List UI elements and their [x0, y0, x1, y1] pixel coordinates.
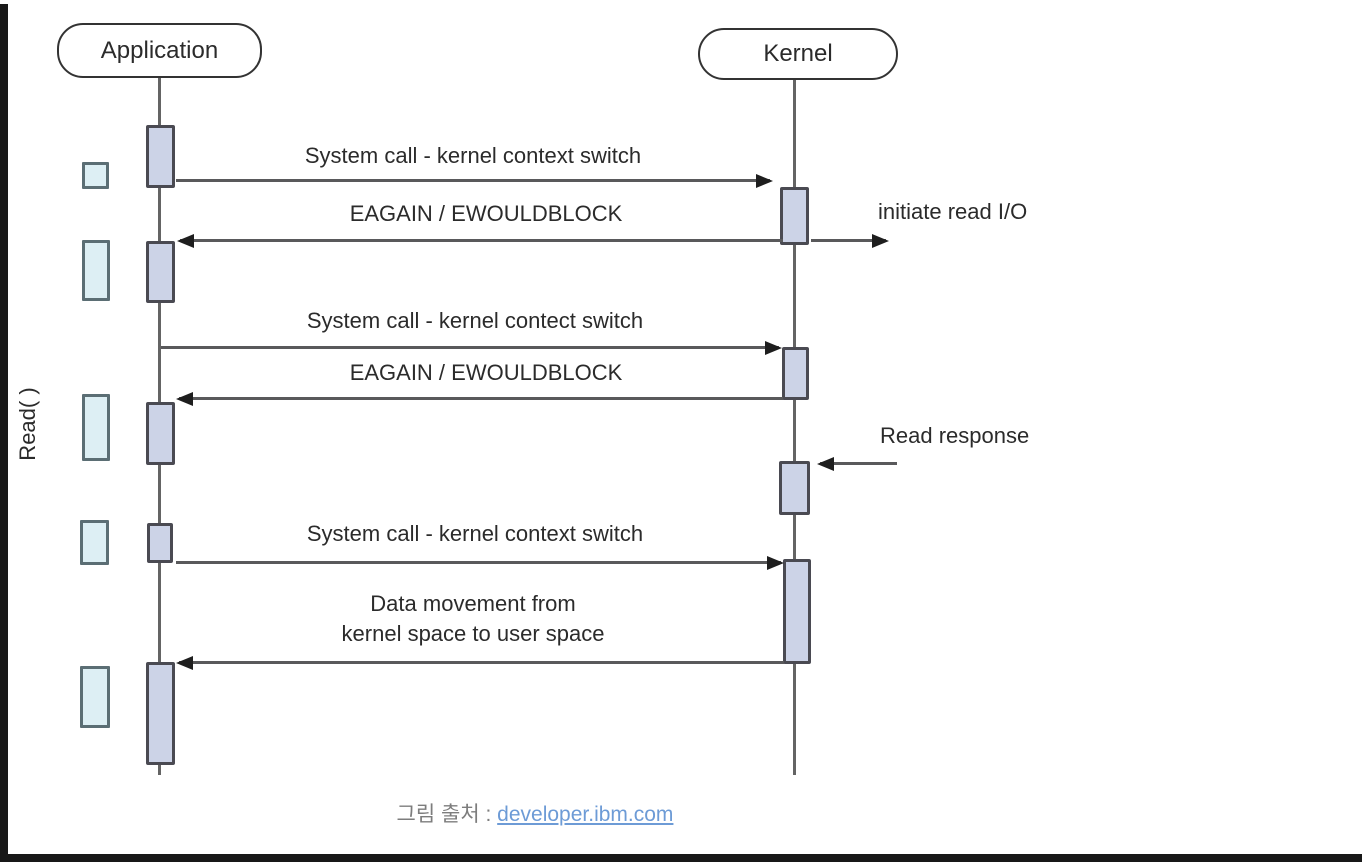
read-axis-label: Read( ) — [15, 387, 40, 461]
label-syscall-1: System call - kernel context switch — [304, 143, 642, 168]
arrow-read-response — [820, 462, 897, 465]
app-activation-5 — [146, 662, 175, 765]
app-activation-2 — [146, 241, 175, 303]
frame-bottom-border — [0, 854, 1362, 862]
buffer-box-1 — [82, 162, 109, 189]
label-syscall-3: System call - kernel context switch — [306, 521, 644, 546]
caption-prefix: 그림 출처 : — [396, 803, 498, 826]
label-read-response: Read response — [880, 423, 1030, 448]
caption-link-developer-ibm[interactable]: developer.ibm.com — [497, 803, 674, 826]
label-eagain-2: EAGAIN / EWOULDBLOCK — [349, 360, 623, 385]
kernel-activation-2 — [782, 347, 809, 400]
app-activation-4 — [147, 523, 173, 563]
arrow-syscall-1 — [176, 179, 770, 182]
buffer-box-3 — [82, 394, 110, 461]
label-syscall-2: System call - kernel contect switch — [306, 308, 644, 333]
app-activation-3 — [146, 402, 175, 465]
arrow-initiate-read-io — [811, 239, 886, 242]
image-source-caption: 그림 출처 : developer.ibm.com — [200, 798, 870, 828]
label-data-movement-line2: kernel space to user space — [341, 621, 605, 646]
app-activation-1 — [146, 125, 175, 188]
kernel-activation-4 — [783, 559, 811, 664]
actor-application-label: Application — [100, 36, 219, 64]
label-data-movement: Data movement from kernel space to user … — [198, 589, 748, 649]
arrow-eagain-1 — [180, 239, 783, 242]
label-initiate-read-io: initiate read I/O — [878, 199, 1028, 224]
buffer-box-5 — [80, 666, 110, 728]
actor-kernel-label: Kernel — [763, 40, 833, 67]
label-data-movement-line1: Data movement from — [370, 591, 576, 616]
arrow-data-movement — [179, 661, 784, 664]
arrow-syscall-2 — [161, 346, 779, 349]
buffer-box-2 — [82, 240, 110, 301]
kernel-activation-1 — [780, 187, 809, 245]
actor-kernel: Kernel — [698, 28, 898, 80]
buffer-box-4 — [80, 520, 109, 565]
arrow-eagain-2 — [179, 397, 783, 400]
label-eagain-1: EAGAIN / EWOULDBLOCK — [349, 201, 623, 226]
actor-application: Application — [57, 23, 262, 78]
kernel-lifeline — [793, 80, 796, 775]
kernel-activation-3 — [779, 461, 810, 515]
frame-left-border — [0, 4, 8, 862]
arrow-syscall-3 — [176, 561, 781, 564]
